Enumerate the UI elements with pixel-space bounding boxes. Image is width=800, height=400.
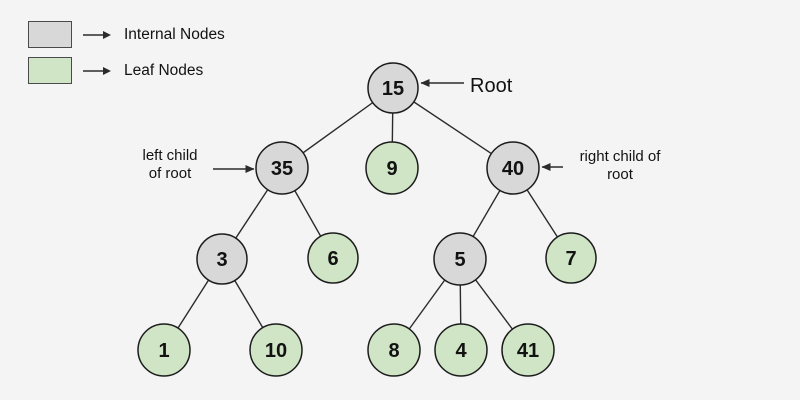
leaf-node-circle xyxy=(249,323,303,377)
tree-node-5: 5 xyxy=(433,232,487,286)
internal-node-circle xyxy=(367,62,419,114)
tree-node-6: 6 xyxy=(307,232,359,284)
leaf-node-swatch xyxy=(28,57,72,84)
leaf-node-circle xyxy=(545,232,597,284)
root-pointer-text: Root xyxy=(470,75,513,97)
node-value: 40 xyxy=(502,158,524,180)
internal-node-circle xyxy=(433,232,487,286)
tree-node-3: 3 xyxy=(196,233,248,285)
node-value: 15 xyxy=(382,78,404,100)
node-value: 5 xyxy=(454,249,465,271)
internal-node-circle xyxy=(255,141,309,195)
tree-node-1: 1 xyxy=(137,323,191,377)
arrow-right-icon xyxy=(83,30,111,39)
node-value: 6 xyxy=(327,248,338,270)
leaf-node-circle xyxy=(367,323,421,377)
tree-node-40: 40 xyxy=(486,141,540,195)
tree-node-41: 41 xyxy=(501,323,555,377)
node-value: 3 xyxy=(216,249,227,271)
edges-layer xyxy=(163,87,572,351)
tree-node-8: 8 xyxy=(367,323,421,377)
node-value: 7 xyxy=(565,248,576,270)
node-value: 4 xyxy=(455,340,467,362)
internal-node-circle xyxy=(196,233,248,285)
root-pointer: Root xyxy=(420,75,513,97)
tree-node-4: 4 xyxy=(434,323,488,377)
leaf-node-circle xyxy=(434,323,488,377)
legend-item-internal-nodes: Internal Nodes xyxy=(28,21,225,48)
leaf-node-circle xyxy=(137,323,191,377)
legend: Internal Nodes Leaf Nodes xyxy=(28,21,225,84)
internal-node-circle xyxy=(486,141,540,195)
node-value: 9 xyxy=(386,158,397,180)
node-value: 35 xyxy=(271,158,293,180)
tree-node-35: 35 xyxy=(255,141,309,195)
tree-node-9: 9 xyxy=(365,141,419,195)
node-value: 41 xyxy=(517,340,539,362)
tree-node-15: 15 xyxy=(367,62,419,114)
legend-label-leaf-nodes: Leaf Nodes xyxy=(124,61,204,79)
internal-node-swatch xyxy=(28,21,72,48)
legend-item-leaf-nodes: Leaf Nodes xyxy=(28,57,225,84)
leaf-node-circle xyxy=(365,141,419,195)
node-value: 10 xyxy=(265,340,287,362)
tree-node-10: 10 xyxy=(249,323,303,377)
nodes-layer: 15 35 9 40 3 6 5 7 1 10 8 4 41 xyxy=(137,62,597,377)
tree-node-7: 7 xyxy=(545,232,597,284)
legend-label-internal-nodes: Internal Nodes xyxy=(124,25,225,43)
arrow-right-icon xyxy=(83,66,111,75)
leaf-node-circle xyxy=(501,323,555,377)
node-value: 8 xyxy=(388,340,399,362)
leaf-node-circle xyxy=(307,232,359,284)
node-value: 1 xyxy=(158,340,169,362)
